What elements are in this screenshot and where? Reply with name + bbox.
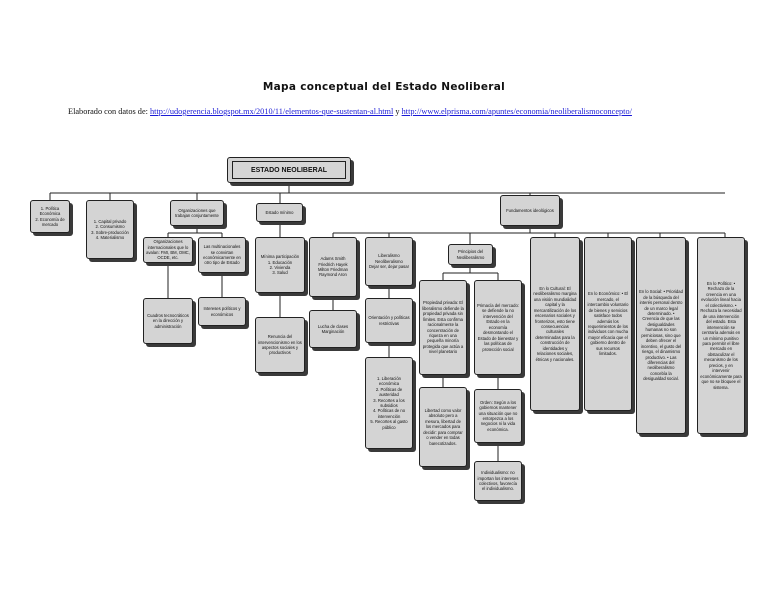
node-economico[interactable]: En lo Económico: • El mercado, el interc…	[584, 237, 632, 411]
node-text: Libertad como valor absoluto pero a mesu…	[423, 407, 463, 446]
node-cuadros[interactable]: Cuadros tecnocráticos en la dirección y …	[143, 298, 193, 344]
node-lucha[interactable]: Lucha de clases Marginación	[309, 310, 357, 348]
node-politica[interactable]: En lo Político: • Rechazo de la creencia…	[697, 237, 745, 434]
node-individualismo[interactable]: Individualismo: no importan los interese…	[474, 461, 522, 501]
node-capital[interactable]: 1. Capital privado 2. Consumismo 3. Sobr…	[86, 200, 134, 259]
node-text: Principios del Neoliberalismo	[456, 249, 485, 260]
node-minima[interactable]: Mínima participación 1. Educación 2. Viv…	[255, 237, 305, 293]
node-text: Organizaciones internacionales que lo av…	[146, 239, 190, 261]
node-text: Estado mínimo	[265, 209, 294, 215]
node-text: Organizaciones que trabajan conjuntament…	[175, 207, 219, 218]
node-social[interactable]: En lo Social: • Prioridad de la búsqueda…	[636, 237, 686, 434]
node-text: Cuadros tecnocráticos en la dirección y …	[147, 312, 189, 329]
node-text: Primacía del mercado: se defiende la no …	[477, 302, 519, 352]
node-text: Propiedad privada: El liberalismo defien…	[422, 300, 464, 355]
node-text: Intereses políticos y económicos	[203, 306, 241, 317]
node-intereses[interactable]: Intereses políticos y económicos	[198, 297, 246, 326]
node-text: Lucha de clases Marginación	[317, 323, 349, 334]
node-text: En lo Económico: • El mercado, el interc…	[587, 291, 629, 357]
node-renuncia[interactable]: Renuncia del intervencionismo en los asp…	[255, 317, 305, 373]
node-autores[interactable]: Adams Smith Friedrich Hayek Milton Fried…	[309, 237, 357, 297]
page-title: Mapa conceptual del Estado Neoliberal	[262, 81, 506, 93]
node-liberalismo[interactable]: Liberalismo Neoliberalismo Dejar ser, de…	[365, 237, 413, 286]
node-principios[interactable]: Principios del Neoliberalismo	[448, 244, 493, 265]
node-liberacion[interactable]: 1. Liberación económica 2. Políticas de …	[365, 357, 413, 449]
node-text: Orientación y políticas restrictivas	[368, 315, 410, 326]
node-text: Orden: Según a los gobiernos mantener un…	[478, 399, 518, 432]
node-text: Adams Smith Friedrich Hayek Milton Fried…	[317, 256, 349, 278]
source-prefix: Elaborado con datos de:	[68, 107, 148, 116]
node-libertad[interactable]: Libertad como valor absoluto pero a mesu…	[419, 387, 467, 467]
node-text: Individualismo: no importan los interese…	[477, 470, 519, 492]
node-text: 1. Capital privado 2. Consumismo 3. Sobr…	[91, 218, 129, 240]
node-text: En lo Cultural: El neoliberalismo margin…	[533, 285, 577, 362]
node-text: 1. Política Económica 2. Economía de mer…	[35, 205, 65, 227]
node-organizaciones[interactable]: Organizaciones que trabajan conjuntament…	[170, 200, 224, 226]
node-text: Fundamentos ideológicos	[506, 207, 554, 213]
node-propiedad[interactable]: Propiedad privada: El liberalismo defien…	[419, 280, 467, 375]
node-text: 1. Liberación económica 2. Políticas de …	[370, 375, 408, 430]
node-orientacion[interactable]: Orientación y políticas restrictivas	[365, 298, 413, 343]
node-text: Renuncia del intervencionismo en los asp…	[258, 334, 302, 356]
source-link-2[interactable]: http://www.elprisma.com/apuntes/economia…	[401, 107, 632, 116]
node-text: Mínima participación 1. Educación 2. Viv…	[260, 254, 300, 276]
node-orden[interactable]: Orden: Según a los gobiernos mantener un…	[474, 389, 522, 443]
node-text: Liberalismo Neoliberalismo Dejar ser, de…	[368, 253, 410, 270]
node-fundamentos[interactable]: Fundamentos ideológicos	[500, 195, 560, 226]
node-multinacionales[interactable]: Las multinacionales se convirtan económi…	[198, 237, 246, 273]
node-text: Las multinacionales se convirtan económi…	[203, 244, 241, 266]
node-text: En lo Político: • Rechazo de la creencia…	[700, 280, 742, 390]
node-text: En lo Social: • Prioridad de la búsqueda…	[639, 289, 683, 382]
node-org-internacionales[interactable]: Organizaciones internacionales que lo av…	[143, 237, 193, 263]
root-label: ESTADO NEOLIBERAL	[232, 161, 346, 179]
source-link-1[interactable]: http://udogerencia.blogspot.mx/2010/11/e…	[150, 107, 394, 116]
node-cultural[interactable]: En lo Cultural: El neoliberalismo margin…	[530, 237, 580, 411]
root-node[interactable]: ESTADO NEOLIBERAL	[227, 157, 351, 183]
node-politica-economica[interactable]: 1. Política Económica 2. Economía de mer…	[30, 200, 70, 233]
source-line: Elaborado con datos de: http://udogerenc…	[68, 107, 758, 116]
node-primacia[interactable]: Primacía del mercado: se defiende la no …	[474, 280, 522, 375]
node-estado-minimo[interactable]: Estado mínimo	[256, 203, 303, 222]
source-separator: y	[395, 107, 400, 116]
